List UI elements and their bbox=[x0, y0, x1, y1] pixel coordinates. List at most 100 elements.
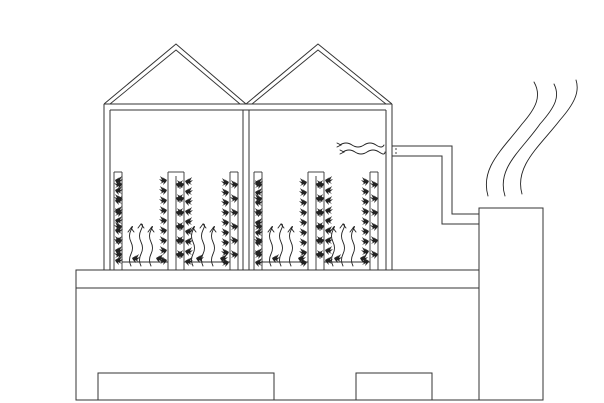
wavy-arrow-icon bbox=[277, 223, 285, 267]
leafy-plant-icon bbox=[370, 236, 378, 245]
leafy-plant-icon bbox=[221, 188, 229, 197]
leafy-plant-icon bbox=[361, 207, 369, 216]
leafy-plant-icon bbox=[316, 250, 324, 259]
leafy-plant-icon bbox=[299, 228, 307, 237]
wavy-arrow-icon bbox=[127, 225, 135, 267]
furnace-base bbox=[75, 269, 480, 401]
leafy-plant-icon bbox=[185, 177, 193, 186]
leafy-plant-icon bbox=[361, 237, 369, 246]
greenhouse-roof-right bbox=[245, 43, 393, 105]
leafy-plant-icon bbox=[370, 250, 378, 259]
leafy-plant-icon bbox=[221, 218, 229, 227]
leafy-plant-icon bbox=[361, 177, 369, 186]
leafy-plant-icon bbox=[299, 258, 307, 267]
leafy-plant-icon bbox=[115, 256, 123, 265]
leafy-plant-icon bbox=[370, 194, 378, 203]
leafy-plant-icon bbox=[299, 218, 307, 227]
leafy-plant-icon bbox=[254, 250, 262, 259]
leafy-plant-icon bbox=[325, 226, 333, 235]
wavy-arrow-icon bbox=[329, 225, 337, 267]
leafy-plant-icon bbox=[159, 236, 167, 245]
plants bbox=[114, 176, 378, 267]
leafy-plant-icon bbox=[230, 180, 238, 189]
leafy-plant-icon bbox=[132, 254, 140, 263]
leafy-plant-icon bbox=[156, 254, 164, 263]
wavy-arrow-icon bbox=[339, 223, 347, 267]
leafy-plant-icon bbox=[159, 256, 167, 265]
greenhouse-frame bbox=[103, 103, 393, 270]
leafy-plant-icon bbox=[115, 216, 123, 225]
leafy-plant-icon bbox=[221, 238, 229, 247]
leafy-plant-icon bbox=[159, 246, 167, 255]
leafy-plant-icon bbox=[255, 198, 263, 207]
leafy-plant-icon bbox=[114, 180, 122, 189]
leafy-plant-icon bbox=[185, 197, 193, 206]
leafy-plant-icon bbox=[115, 226, 123, 235]
leafy-plant-icon bbox=[361, 247, 369, 256]
leafy-plant-icon bbox=[254, 194, 262, 203]
leafy-plant-icon bbox=[220, 254, 228, 263]
leafy-plant-icon bbox=[159, 206, 167, 215]
leafy-plant-icon bbox=[299, 238, 307, 247]
leafy-plant-icon bbox=[185, 257, 193, 266]
leafy-plant-icon bbox=[325, 256, 333, 265]
leafy-plant-icon bbox=[221, 228, 229, 237]
heat-duct bbox=[392, 145, 479, 225]
wavy-arrow-icon bbox=[349, 225, 357, 267]
leafy-plant-icon bbox=[254, 208, 262, 217]
leafy-plant-icon bbox=[325, 196, 333, 205]
leafy-plant-icon bbox=[185, 237, 193, 246]
leafy-plant-icon bbox=[254, 236, 262, 245]
leafy-plant-icon bbox=[370, 208, 378, 217]
leafy-plant-icon bbox=[325, 216, 333, 225]
planting-channels bbox=[113, 171, 379, 270]
leafy-plant-icon bbox=[230, 194, 238, 203]
leafy-plant-icon bbox=[325, 176, 333, 185]
smoke-icon bbox=[486, 79, 578, 197]
leafy-plant-icon bbox=[370, 222, 378, 231]
leafy-plant-icon bbox=[185, 187, 193, 196]
leafy-plant-icon bbox=[272, 254, 280, 263]
leafy-plant-icon bbox=[185, 227, 193, 236]
leafy-plant-icon bbox=[316, 194, 324, 203]
leafy-plant-icon bbox=[221, 248, 229, 257]
leafy-plant-icon bbox=[159, 186, 167, 195]
leafy-plant-icon bbox=[255, 228, 263, 237]
leafy-plant-icon bbox=[361, 257, 369, 266]
leafy-plant-icon bbox=[361, 217, 369, 226]
leafy-plant-icon bbox=[360, 254, 368, 263]
chimney bbox=[478, 207, 544, 401]
leafy-plant-icon bbox=[361, 197, 369, 206]
rising-warm-air bbox=[127, 223, 357, 267]
wavy-arrow-icon bbox=[147, 225, 155, 267]
leafy-plant-icon bbox=[114, 236, 122, 245]
wavy-arrow-icon bbox=[137, 223, 145, 267]
leafy-plant-icon bbox=[316, 208, 324, 217]
leafy-plant-icon bbox=[230, 208, 238, 217]
leafy-plant-icon bbox=[334, 254, 342, 263]
leafy-plant-icon bbox=[114, 194, 122, 203]
leafy-plant-icon bbox=[114, 222, 122, 231]
leafy-plant-icon bbox=[299, 198, 307, 207]
leafy-plant-icon bbox=[185, 247, 193, 256]
leafy-plant-icon bbox=[299, 188, 307, 197]
leafy-plant-icon bbox=[325, 186, 333, 195]
leafy-plant-icon bbox=[299, 208, 307, 217]
leafy-plant-icon bbox=[185, 207, 193, 216]
leafy-plant-icon bbox=[255, 258, 263, 267]
leafy-plant-icon bbox=[255, 188, 263, 197]
leafy-plant-icon bbox=[176, 236, 184, 245]
leafy-plant-icon bbox=[254, 222, 262, 231]
leafy-plant-icon bbox=[361, 227, 369, 236]
leafy-plant-icon bbox=[159, 226, 167, 235]
leafy-plant-icon bbox=[298, 254, 306, 263]
leafy-plant-icon bbox=[176, 180, 184, 189]
leafy-plant-icon bbox=[114, 250, 122, 259]
leafy-plant-icon bbox=[230, 222, 238, 231]
leafy-plant-icon bbox=[325, 236, 333, 245]
leafy-plant-icon bbox=[230, 236, 238, 245]
leafy-plant-icon bbox=[221, 208, 229, 217]
leafy-plant-icon bbox=[196, 254, 204, 263]
leafy-plant-icon bbox=[325, 206, 333, 215]
wavy-arrow-icon bbox=[287, 225, 295, 267]
